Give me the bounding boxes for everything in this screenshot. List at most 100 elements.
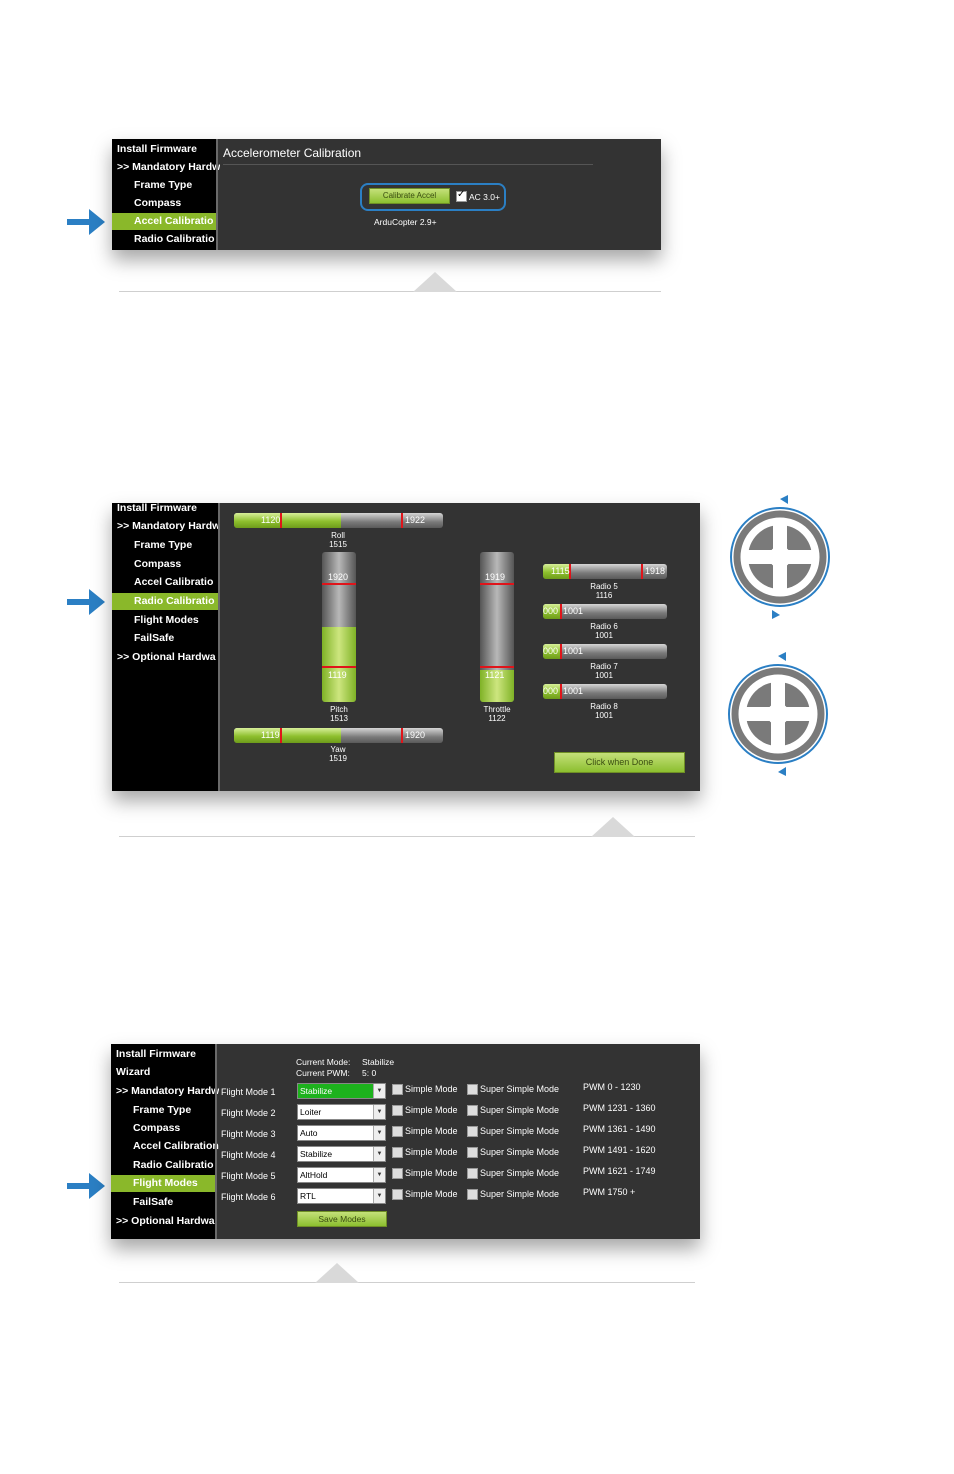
chevron-down-icon: ▼: [373, 1126, 385, 1140]
flight-mode-select[interactable]: AltHold▼: [297, 1167, 386, 1183]
radio5-name: Radio 5: [590, 582, 618, 591]
flight-mode-select[interactable]: RTL ▼: [297, 1188, 386, 1204]
sidebar-item-accel-calibration[interactable]: Accel Calibration: [133, 1140, 219, 1152]
radio6-max-label: 1001: [563, 606, 584, 616]
sidebar: Install Firmware >> Mandatory Hardw Fram…: [112, 139, 221, 250]
super-simple-mode-label: Super Simple Mode: [480, 1189, 560, 1199]
sidebar-item-install-firmware[interactable]: Install Firmware: [117, 503, 197, 514]
sidebar-item-failsafe[interactable]: FailSafe: [134, 632, 175, 644]
simple-mode-checkbox[interactable]: [392, 1147, 403, 1158]
flight-mode-select-value: Loiter: [300, 1107, 322, 1117]
caption-rule-2: [119, 836, 695, 837]
flight-mode-select[interactable]: Stabilize▼: [297, 1146, 386, 1162]
pwm-range-label: PWM 1361 - 1490: [583, 1124, 656, 1134]
super-simple-mode-label: Super Simple Mode: [480, 1105, 560, 1115]
simple-mode-checkbox[interactable]: [392, 1084, 403, 1095]
sidebar-item-accel-calibration[interactable]: Accel Calibratio: [112, 213, 218, 230]
flight-mode-select[interactable]: Loiter ▼: [297, 1104, 386, 1120]
flight-mode-select[interactable]: Auto ▼: [297, 1125, 386, 1141]
flight-mode-select-value: RTL: [300, 1191, 316, 1201]
super-simple-mode-checkbox[interactable]: [467, 1126, 478, 1137]
yaw-max-label: 1920: [405, 730, 426, 740]
simple-mode-checkbox[interactable]: [392, 1168, 403, 1179]
super-simple-mode-checkbox[interactable]: [467, 1168, 478, 1179]
sidebar-item-frame-type[interactable]: Frame Type: [133, 1104, 192, 1116]
chevron-down-icon: ▼: [373, 1189, 385, 1203]
current-pwm-value: 5: 0: [362, 1068, 377, 1078]
flight-mode-label: Flight Mode 5: [221, 1171, 276, 1181]
sidebar-item-frame-type[interactable]: Frame Type: [134, 539, 193, 551]
highlight-ring: [360, 183, 506, 211]
accel-calibration-screenshot: Install Firmware >> Mandatory Hardw Fram…: [112, 139, 661, 250]
sidebar-item-optional-hardware[interactable]: >> Optional Hardwa: [117, 651, 216, 663]
sidebar-item-mandatory-hardware[interactable]: >> Mandatory Hardw: [116, 1085, 220, 1097]
pwm-range-label: PWM 1750 +: [583, 1187, 636, 1197]
flight-mode-label: Flight Mode 1: [221, 1087, 276, 1097]
chevron-down-icon: ▼: [373, 1105, 385, 1119]
flight-mode-select-value: Stabilize: [300, 1149, 333, 1159]
simple-mode-checkbox[interactable]: [392, 1105, 403, 1116]
ac3-checkbox[interactable]: ✓: [456, 189, 467, 202]
radio8-min-label: 000: [543, 686, 559, 696]
simple-mode-label: Simple Mode: [405, 1147, 458, 1157]
sidebar-item-compass[interactable]: Compass: [134, 197, 182, 209]
radio5-max-label: 1918: [645, 566, 666, 576]
roll-bar: 1120 1922: [234, 513, 443, 528]
pointer-arrow-icon: [67, 1173, 105, 1199]
radio5-min-label: 1115: [551, 566, 570, 576]
throttle-value: 1122: [488, 714, 506, 723]
flight-mode-select[interactable]: Stabilize▼: [297, 1083, 386, 1099]
roll-max-label: 1922: [405, 515, 426, 525]
sidebar-item-mandatory-hardware[interactable]: >> Mandatory Hardw: [117, 520, 221, 532]
sidebar-item-install-firmware[interactable]: Install Firmware: [116, 1048, 196, 1060]
sidebar-item-radio-calibration[interactable]: Radio Calibratio: [133, 1159, 214, 1171]
super-simple-mode-label: Super Simple Mode: [480, 1126, 560, 1136]
pitch-max-label: 1920: [328, 572, 349, 582]
super-simple-mode-label: Super Simple Mode: [480, 1147, 560, 1157]
radio6-bar: 000 1001: [543, 604, 667, 619]
yaw-bar: 1119 1920: [234, 728, 443, 743]
roll-name: Roll: [331, 531, 345, 540]
pitch-name: Pitch: [330, 705, 348, 714]
pointer-notch-1: [413, 272, 457, 292]
super-simple-mode-label: Super Simple Mode: [480, 1084, 560, 1094]
sidebar-item-radio-calibration[interactable]: Radio Calibratio: [134, 233, 215, 245]
pointer-arrow-icon: [67, 589, 105, 615]
calibrate-accel-button[interactable]: Calibrate Accel: [369, 188, 450, 204]
flight-mode-select-value: Auto: [300, 1128, 318, 1138]
radio7-name: Radio 7: [590, 662, 618, 671]
sidebar-item-accel-calibration[interactable]: Accel Calibratio: [134, 576, 214, 588]
sidebar-item-compass[interactable]: Compass: [133, 1122, 181, 1134]
radio5-bar: 1115 1918: [543, 564, 667, 579]
sidebar-item-failsafe[interactable]: FailSafe: [133, 1196, 174, 1208]
page-title: Accelerometer Calibration: [223, 146, 362, 160]
super-simple-mode-checkbox[interactable]: [467, 1084, 478, 1095]
sidebar-item-compass[interactable]: Compass: [134, 558, 182, 570]
radio8-name: Radio 8: [590, 702, 618, 711]
simple-mode-checkbox[interactable]: [392, 1126, 403, 1137]
sidebar-item-mandatory-hardware[interactable]: >> Mandatory Hardw: [117, 161, 221, 173]
sidebar-item-wizard[interactable]: Wizard: [116, 1066, 151, 1078]
flight-mode-label: Flight Mode 4: [221, 1150, 276, 1160]
roll-min-label: 1120: [261, 515, 281, 525]
super-simple-mode-checkbox[interactable]: [467, 1147, 478, 1158]
sidebar-item-optional-hardware[interactable]: >> Optional Hardwa: [116, 1215, 215, 1227]
yaw-name: Yaw: [330, 745, 346, 754]
save-modes-button[interactable]: Save Modes: [297, 1211, 387, 1227]
simple-mode-checkbox[interactable]: [392, 1189, 403, 1200]
sidebar-item-flight-modes[interactable]: Flight Modes: [134, 614, 199, 626]
current-mode-value: Stabilize: [362, 1057, 395, 1067]
pwm-range-label: PWM 0 - 1230: [583, 1082, 641, 1092]
simple-mode-label: Simple Mode: [405, 1168, 458, 1178]
super-simple-mode-checkbox[interactable]: [467, 1189, 478, 1200]
caption-rule-3: [119, 1282, 695, 1283]
radio6-name: Radio 6: [590, 622, 618, 631]
throttle-name: Throttle: [483, 705, 511, 714]
radio5-value: 1116: [595, 591, 613, 600]
sidebar-item-frame-type[interactable]: Frame Type: [134, 179, 193, 191]
sidebar-item-flight-modes[interactable]: Flight Modes: [111, 1175, 217, 1192]
sidebar-item-install-firmware[interactable]: Install Firmware: [117, 143, 197, 155]
click-when-done-button[interactable]: Click when Done: [554, 752, 685, 773]
super-simple-mode-checkbox[interactable]: [467, 1105, 478, 1116]
sidebar-item-radio-calibration[interactable]: Radio Calibratio: [112, 593, 220, 610]
